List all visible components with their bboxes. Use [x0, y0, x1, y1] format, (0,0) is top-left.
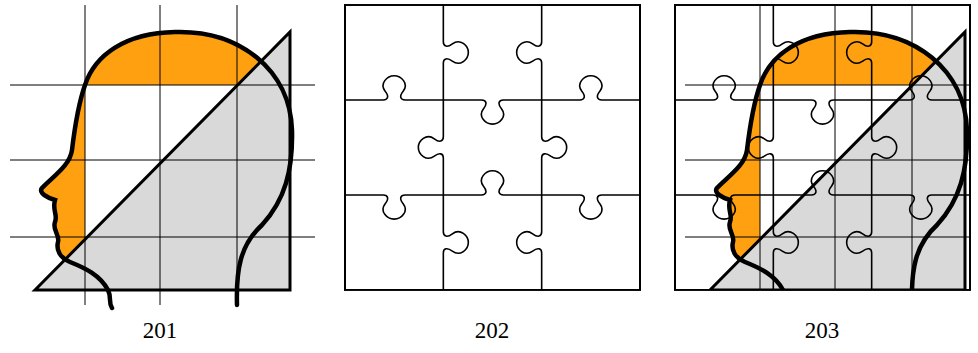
head-figure [0, 0, 320, 315]
combined-figure [675, 0, 978, 315]
figure-number: 201 [143, 318, 178, 344]
figure-number: 202 [475, 318, 510, 344]
figure-number: 203 [805, 318, 840, 344]
jigsaw-figure [345, 5, 640, 290]
